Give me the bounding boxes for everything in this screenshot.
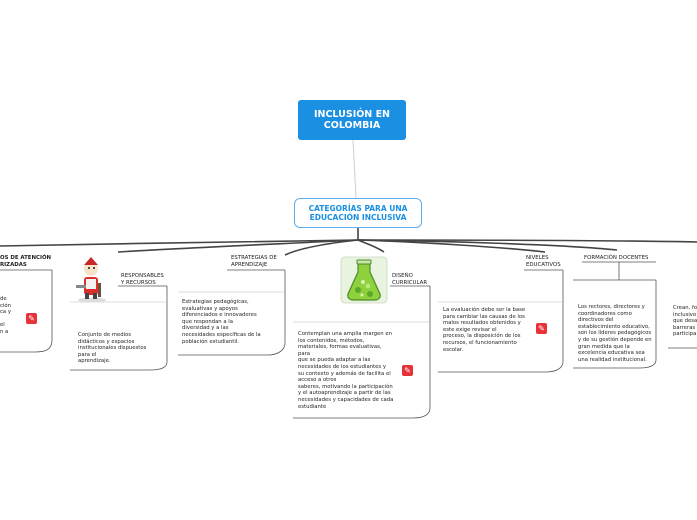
branch-content-diseno: Contemplan una amplia margen en los cont…: [298, 331, 394, 410]
branch-content-formacion: Los rectores, directores y coordinadores…: [578, 304, 652, 363]
main-topic-title: CATEGORÍAS PARA UNA EDUCACIÓN INCLUSIVA: [308, 204, 408, 222]
branch-content-attention: de ción ca y el n a: [0, 296, 11, 335]
main-topic-node[interactable]: CATEGORÍAS PARA UNA EDUCACIÓN INCLUSIVA: [294, 198, 422, 228]
branch-content-niveles: La evaluación debe ser la base para camb…: [443, 307, 526, 353]
branch-content-responsables: Conjunto de medios didácticos y espacios…: [78, 332, 147, 365]
root-node[interactable]: INCLUSIÓN EN COLOMBIA: [298, 100, 406, 140]
branch-content-estrategias: Estrategias pedagógicas, evaluativas y a…: [182, 299, 261, 345]
mascot-image: [76, 257, 106, 303]
branch-label-niveles[interactable]: NIVELES EDUCATIVOS: [526, 255, 561, 268]
note-pin-icon[interactable]: ✎: [536, 323, 547, 334]
root-title: INCLUSIÓN EN COLOMBIA: [313, 109, 391, 131]
branch-label-formacion[interactable]: FORMACIÓN DOCENTES: [584, 255, 649, 261]
branch-label-estrategias[interactable]: ESTRATEGIAS DE APRENDIZAJE: [231, 255, 277, 268]
branch-label-diseno[interactable]: DISEÑO CURRICULAR: [392, 273, 428, 286]
note-pin-icon[interactable]: ✎: [402, 365, 413, 376]
branch-content-inclusive: Crean, fo inclusivo que desa barreras pa…: [673, 305, 697, 338]
flask-image: [340, 256, 388, 304]
note-pin-icon[interactable]: ✎: [26, 313, 37, 324]
branch-label-attention[interactable]: OS DE ATENCIÓN RIZADAS: [0, 255, 52, 268]
branch-label-responsables[interactable]: RESPONSABLES Y RECURSOS: [121, 273, 164, 286]
